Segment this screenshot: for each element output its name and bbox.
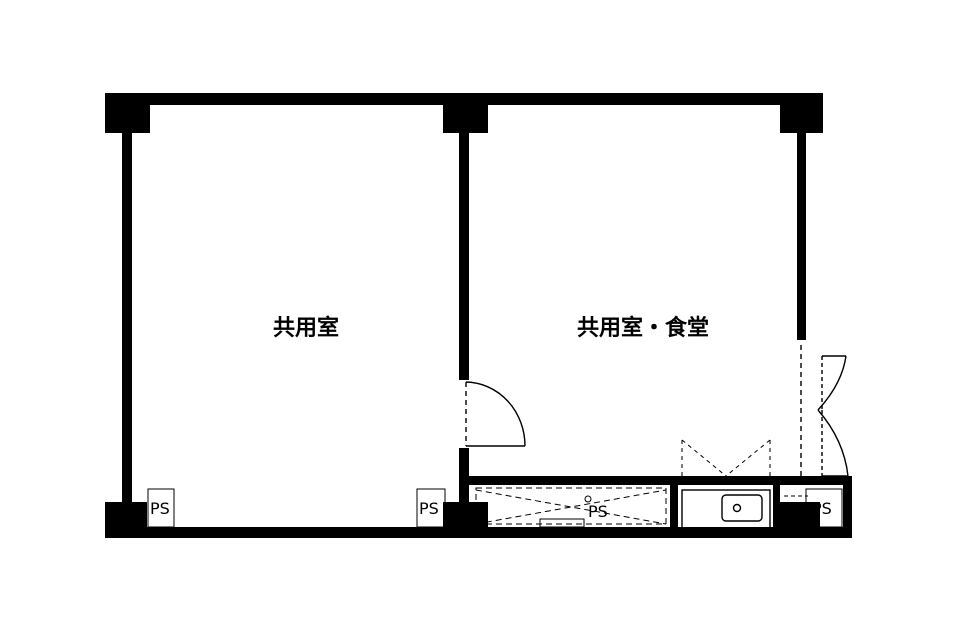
pipe-space-left-small bbox=[147, 488, 175, 528]
pipe-space-right-small bbox=[784, 488, 843, 528]
column-bottom-right bbox=[780, 502, 820, 538]
right-double-door bbox=[800, 345, 849, 477]
service-divider-1 bbox=[670, 476, 678, 532]
pipe-space-center-small bbox=[416, 488, 446, 528]
column-top-right bbox=[780, 93, 823, 133]
service-strip-wall-top bbox=[464, 476, 850, 485]
service-strip-wall-right bbox=[843, 476, 852, 538]
room-label-left: 共用室 bbox=[273, 315, 339, 341]
kitchen-cabinet-doors bbox=[681, 439, 771, 477]
room-label-right: 共用室・食堂 bbox=[577, 315, 709, 341]
column-bottom-left bbox=[105, 502, 147, 538]
column-top-left bbox=[105, 93, 150, 133]
ps-label-center-large: PS bbox=[588, 502, 608, 521]
right-wall-upper bbox=[797, 100, 806, 340]
middle-wall-upper bbox=[459, 120, 469, 380]
ps-label-right-small: PS bbox=[812, 499, 832, 518]
ps-label-center-small: PS bbox=[419, 499, 439, 518]
pipe-space-center bbox=[475, 487, 667, 528]
service-divider-2 bbox=[773, 476, 780, 532]
ps-label-left-small: PS bbox=[150, 499, 170, 518]
kitchen-sink bbox=[681, 489, 771, 529]
middle-door bbox=[465, 381, 526, 447]
left-wall bbox=[122, 100, 132, 536]
